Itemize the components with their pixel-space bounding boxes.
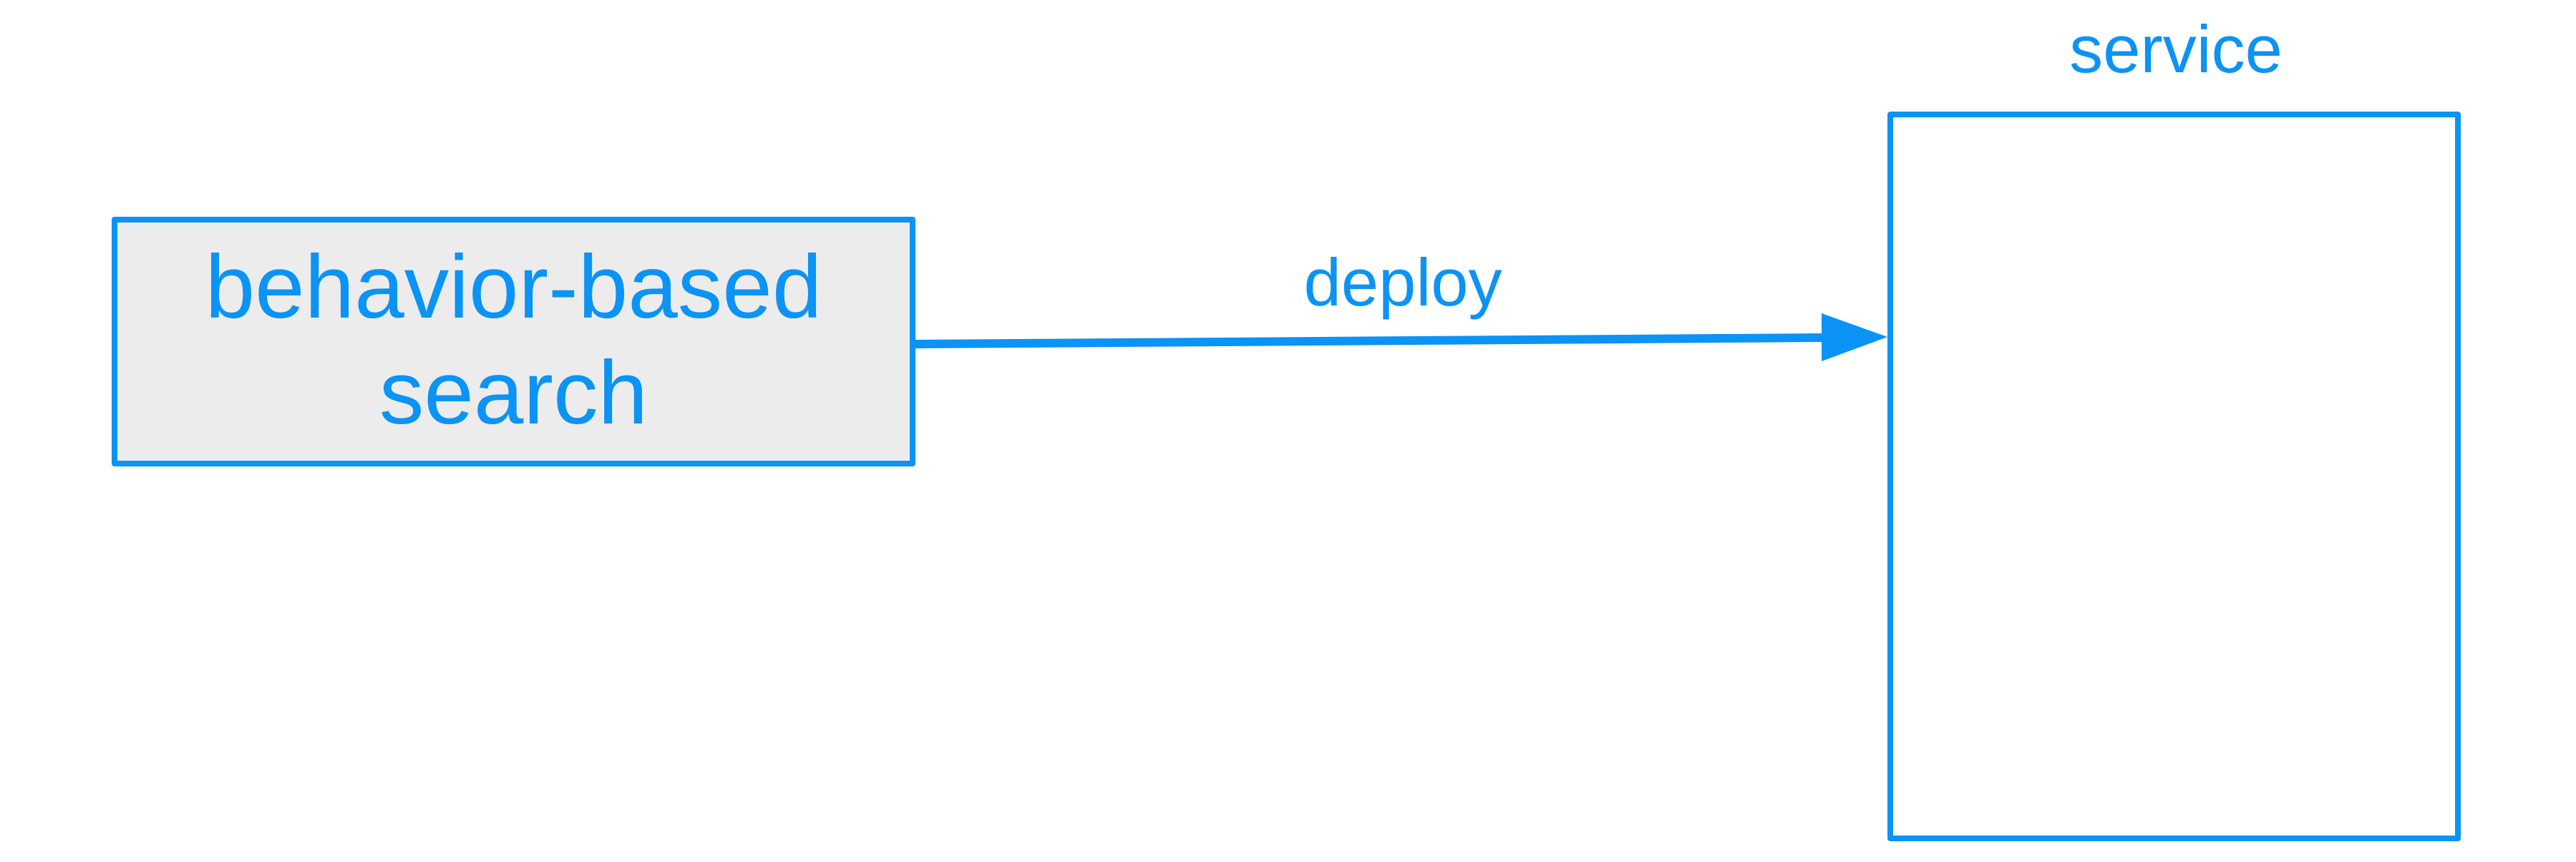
- deploy-edge-label: deploy: [1303, 245, 1502, 320]
- deploy-arrow-line: [915, 333, 1822, 348]
- deploy-arrowhead: [1822, 313, 1887, 361]
- service-group-label: service: [2069, 11, 2283, 87]
- source-node-box[interactable]: behavior-based search: [112, 217, 915, 466]
- source-node-label: behavior-based search: [205, 237, 822, 443]
- service-group-box[interactable]: [1887, 112, 2461, 841]
